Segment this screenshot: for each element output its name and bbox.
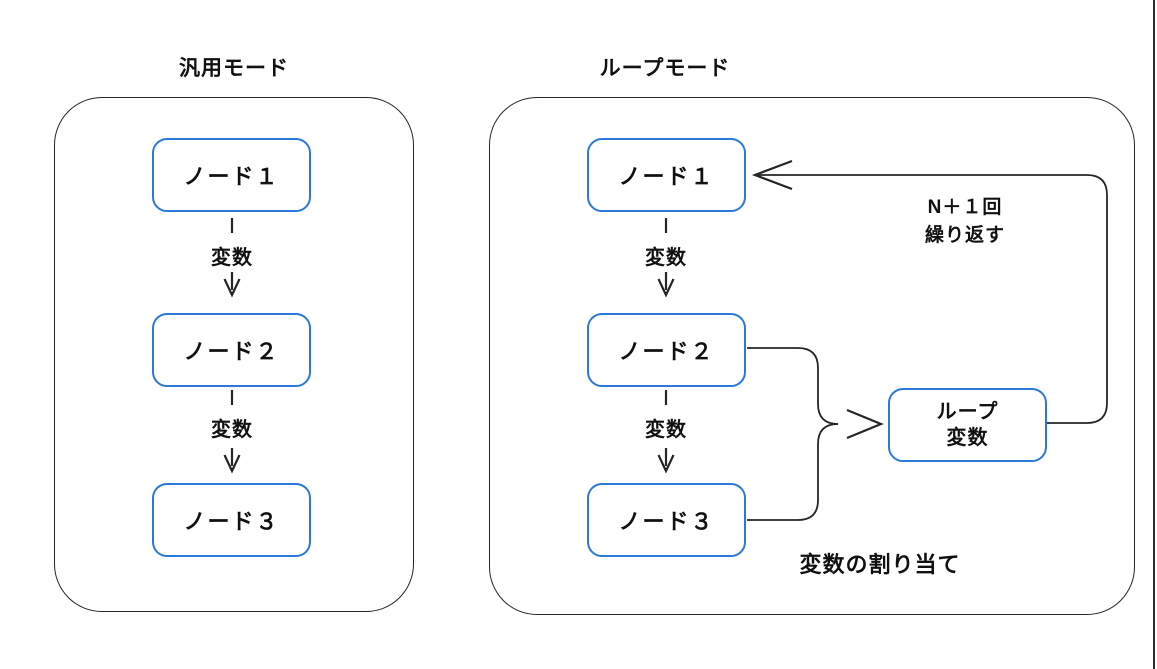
- node-3: ノード３: [152, 483, 311, 557]
- edge-label-variable: 変数: [211, 419, 253, 441]
- variable-assignment-label: 変数の割り当て: [799, 552, 961, 577]
- loop-variable-line2: 変数: [946, 427, 989, 449]
- node-3: ノード３: [587, 483, 746, 557]
- repeat-annotation-line2: 繰り返す: [924, 225, 1005, 246]
- loop-variable-node: ループ 変数: [888, 388, 1047, 462]
- general-mode-container: [54, 97, 414, 612]
- loop-mode-container: [489, 97, 1135, 615]
- edge-label-variable: 変数: [211, 247, 253, 269]
- edge-label-variable: 変数: [645, 247, 687, 269]
- node-1: ノード１: [587, 138, 746, 212]
- repeat-annotation-line1: N＋１回: [927, 197, 1003, 218]
- node-1: ノード１: [152, 138, 311, 212]
- node-2: ノード２: [587, 313, 746, 387]
- general-mode-title: 汎用モード: [179, 57, 289, 80]
- edge-label-variable: 変数: [645, 419, 687, 441]
- right-edge-line: [1153, 0, 1155, 669]
- repeat-annotation: N＋１回 繰り返す: [885, 194, 1045, 250]
- node-2: ノード２: [152, 313, 311, 387]
- loop-variable-line1: ループ: [936, 401, 999, 423]
- loop-mode-title: ループモード: [599, 57, 731, 80]
